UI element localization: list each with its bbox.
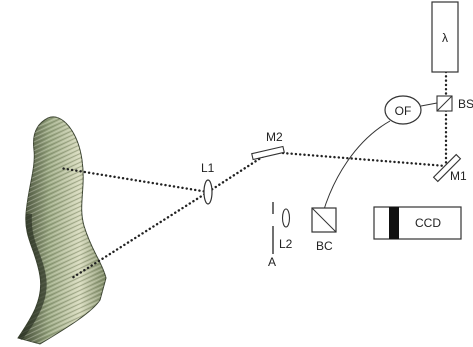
beam-paths: [58, 70, 448, 280]
lens-l2-label: L2: [279, 237, 293, 251]
beam-collector: BC: [311, 207, 337, 253]
laser-label: λ: [442, 31, 448, 45]
mirror-m2: M2: [251, 130, 285, 161]
lens-l1-label: L1: [201, 161, 215, 175]
laser-source: λ: [431, 1, 459, 73]
mirror-m1: M1: [432, 153, 467, 183]
beam-l1-to-specimen-top: [58, 166, 210, 194]
beam-m1-to-m2: [268, 150, 448, 168]
lens-l2: L2: [279, 208, 293, 251]
beam-collector-label: BC: [316, 239, 333, 253]
mirror-m2-label: M2: [266, 130, 283, 144]
aperture-label: A: [268, 255, 276, 269]
ccd-camera: CCD: [373, 206, 462, 240]
mirror-m1-label: M1: [450, 169, 467, 183]
optical-fiber-label: OF: [395, 104, 412, 118]
beam-splitter-label: BS: [458, 97, 473, 111]
beam-l1-to-specimen-bottom: [70, 190, 210, 280]
ccd-camera-label: CCD: [415, 216, 441, 230]
beam-splitter: BS: [436, 95, 473, 112]
specimen: [17, 116, 107, 345]
beam-m2-to-l1: [206, 150, 272, 194]
lens-l1: L1: [201, 161, 215, 205]
aperture: A: [268, 202, 276, 269]
